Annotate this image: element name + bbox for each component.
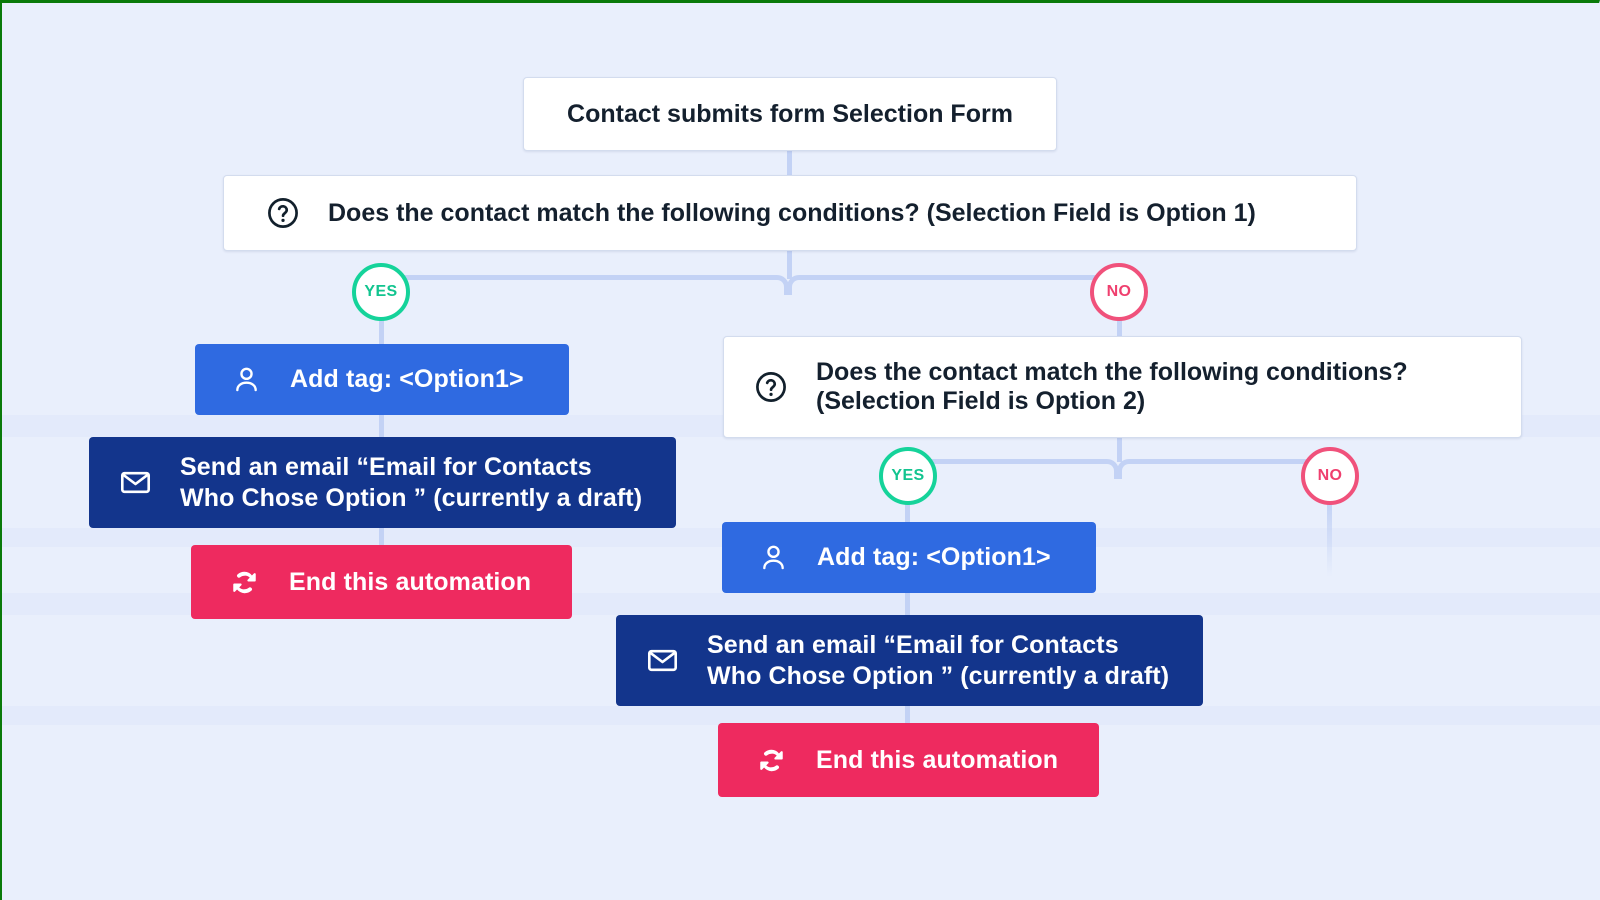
flowchart-canvas: Contact submits form Selection Form Does… (2, 3, 1600, 900)
branch-badge-yes-1-label: YES (364, 283, 398, 300)
connector-condition2-stem (1117, 438, 1122, 462)
branch-badge-no-1[interactable]: NO (1090, 263, 1148, 321)
branch-badge-yes-2-label: YES (891, 467, 925, 484)
send-email-1-line1: Send an email “Email for Contacts (180, 453, 592, 481)
send-email-node-1[interactable]: Send an email “Email for Contacts Who Ch… (89, 437, 676, 528)
refresh-loop-icon (755, 744, 788, 777)
connector-condition1-junction-left (771, 275, 789, 295)
connector-condition1-yes-arm (398, 275, 776, 280)
connector-trigger-to-condition1 (787, 151, 792, 177)
band-email2-end2 (2, 706, 1600, 725)
condition-node-2[interactable]: Does the contact match the following con… (723, 336, 1522, 438)
connector-condition2-junction-left (1101, 459, 1119, 479)
connector-condition1-no-arm (802, 275, 1104, 280)
connector-no2-stub (1327, 503, 1332, 577)
branch-badge-yes-1[interactable]: YES (352, 263, 410, 321)
add-tag-node-1[interactable]: Add tag: <Option1> (195, 344, 569, 415)
end-automation-node-2[interactable]: End this automation (718, 723, 1099, 797)
send-email-node-2[interactable]: Send an email “Email for Contacts Who Ch… (616, 615, 1203, 706)
refresh-loop-icon (228, 566, 261, 599)
connector-condition2-yes-arm (924, 459, 1106, 464)
trigger-node[interactable]: Contact submits form Selection Form (523, 77, 1057, 151)
add-tag-1-label: Add tag: <Option1> (290, 365, 524, 393)
envelope-icon (119, 466, 152, 499)
question-mark-circle-icon (266, 196, 300, 230)
add-tag-node-2[interactable]: Add tag: <Option1> (722, 522, 1096, 593)
condition-2-line2: (Selection Field is Option 2) (816, 387, 1146, 415)
branch-badge-yes-2[interactable]: YES (879, 447, 937, 505)
send-email-1-line2: Who Chose Option ” (currently a draft) (180, 483, 643, 512)
connector-yes1-to-tag1 (379, 319, 384, 346)
branch-badge-no-2[interactable]: NO (1301, 447, 1359, 505)
connector-no1-to-condition2 (1117, 319, 1122, 339)
end-automation-node-1[interactable]: End this automation (191, 545, 572, 619)
branch-badge-no-1-label: NO (1106, 283, 1132, 300)
end-automation-2-label: End this automation (816, 745, 1059, 774)
person-icon (758, 542, 789, 573)
branch-badge-no-2-label: NO (1317, 467, 1343, 484)
send-email-2-label: Send an email “Email for Contacts Who Ch… (707, 630, 1169, 691)
send-email-1-label: Send an email “Email for Contacts Who Ch… (180, 452, 642, 513)
add-tag-2-label: Add tag: <Option1> (817, 543, 1051, 571)
condition-2-label: Does the contact match the following con… (816, 358, 1408, 416)
trigger-label: Contact submits form Selection Form (567, 99, 1013, 128)
connector-condition2-no-arm (1132, 459, 1315, 464)
envelope-icon (646, 644, 679, 677)
send-email-2-line2: Who Chose Option ” (currently a draft) (707, 661, 1170, 690)
connector-yes2-to-tag2 (905, 503, 910, 525)
connector-email1-to-end1 (379, 526, 384, 548)
connector-email2-to-end2 (905, 704, 910, 726)
connector-condition2-junction-right (1117, 459, 1135, 479)
connector-condition1-junction-right (787, 275, 805, 295)
condition-1-label: Does the contact match the following con… (328, 198, 1256, 227)
connector-condition1-stem (787, 251, 792, 279)
person-icon (231, 364, 262, 395)
question-mark-circle-icon (754, 370, 788, 404)
condition-2-line1: Does the contact match the following con… (816, 358, 1408, 386)
condition-node-1[interactable]: Does the contact match the following con… (223, 175, 1357, 251)
send-email-2-line1: Send an email “Email for Contacts (707, 631, 1119, 659)
connector-tag2-to-email2 (905, 591, 910, 617)
end-automation-1-label: End this automation (289, 567, 532, 596)
connector-tag1-to-email1 (379, 413, 384, 439)
